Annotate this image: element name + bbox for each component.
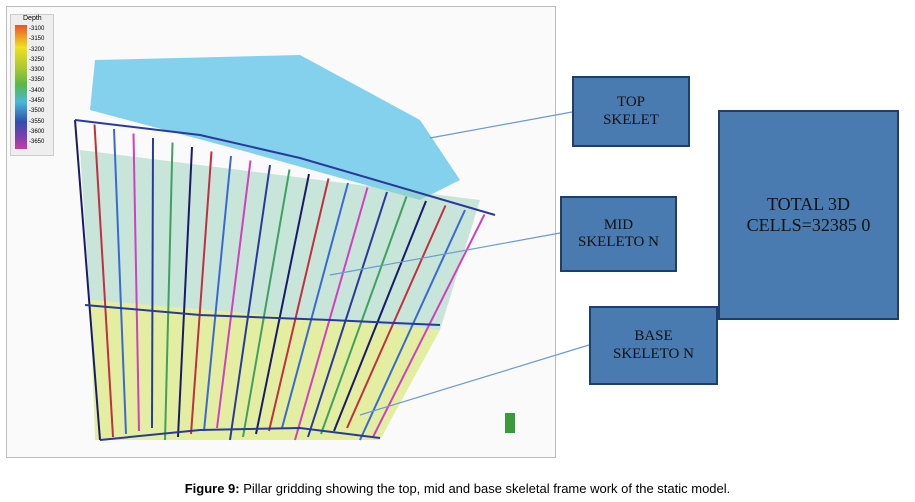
pillar-line <box>190 151 213 435</box>
pillar-line <box>294 187 369 441</box>
pillar-line <box>151 137 154 429</box>
pillar-line <box>307 191 388 438</box>
pillar-line <box>281 182 349 429</box>
orientation-axis-icon <box>505 413 515 433</box>
pillar-line <box>216 160 252 429</box>
pillar-line <box>113 128 127 435</box>
pillar-line <box>346 205 447 429</box>
legend-label: -3650 <box>29 139 45 146</box>
pillar-line <box>74 119 101 441</box>
pillar-line <box>320 196 408 435</box>
pillar-line <box>93 124 114 438</box>
caption-text: Pillar gridding showing the top, mid and… <box>239 481 731 496</box>
legend-label: -3100 <box>29 26 45 32</box>
callout-total-cells: TOTAL 3D CELLS=32385 0 <box>718 110 899 320</box>
callout-total-text: TOTAL 3D CELLS=32385 0 <box>746 194 871 235</box>
pillar-line <box>242 169 291 438</box>
pillar-line <box>229 164 271 441</box>
caption-label: Figure 9: <box>184 481 240 496</box>
pillar-line <box>203 155 232 432</box>
legend-label: -3600 <box>29 128 45 135</box>
legend-title: Depth <box>23 15 42 22</box>
pillar-line <box>359 209 466 441</box>
callout-top-text: TOP SKELET <box>603 94 659 128</box>
pillar-line <box>268 178 330 432</box>
pillar-line <box>255 173 310 435</box>
legend-label: -3250 <box>29 56 45 63</box>
legend-label: -3350 <box>29 77 45 84</box>
legend-label: -3550 <box>29 118 45 125</box>
callout-base-skeleton: BASE SKELETO N <box>589 306 718 385</box>
callout-mid-skeleton: MID SKELETO N <box>560 196 677 272</box>
legend-label: -3150 <box>29 36 45 43</box>
callout-mid-text: MID SKELETO N <box>578 216 659 250</box>
legend-label: -3200 <box>29 46 45 53</box>
pillar-line <box>372 214 486 438</box>
pillar-line <box>164 142 174 441</box>
legend-label: -3300 <box>29 67 45 74</box>
pillar-line <box>177 146 193 438</box>
callout-base-text: BASE SKELETO N <box>613 328 694 362</box>
figure-caption: Figure 9: Pillar gridding showing the to… <box>0 481 915 496</box>
legend-colorbar <box>15 25 27 149</box>
legend-label: -3400 <box>29 87 45 94</box>
legend-label: -3500 <box>29 108 45 115</box>
depth-legend: Depth -3100 -3150 -3200 -3250 -3300 -3350 -340… <box>10 14 54 156</box>
pillar-line <box>132 133 140 432</box>
legend-label: -3450 <box>29 98 45 105</box>
callout-top-skeleton: TOP SKELET <box>572 76 690 147</box>
pillar-line <box>333 200 427 432</box>
